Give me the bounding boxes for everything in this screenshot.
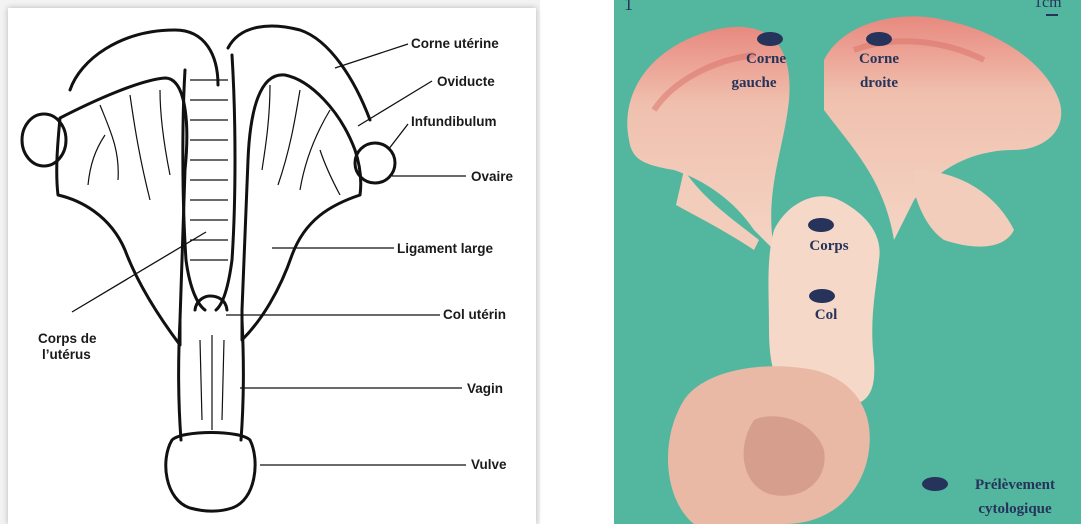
label-infundibulum: Infundibulum — [411, 114, 496, 130]
horn-striations — [190, 80, 228, 260]
label-ovaire: Ovaire — [471, 169, 513, 185]
scale-bar — [1046, 14, 1058, 16]
uterine-body-left-wall — [183, 70, 205, 310]
vulva-outline — [166, 433, 255, 512]
label-prelevement-line2: cytologique — [959, 500, 1071, 518]
left-diagram-panel: Corne utérine Oviducte Infundibulum Ovai… — [0, 0, 540, 524]
leader-corne-uterine — [335, 44, 408, 68]
marker-corne-gauche — [757, 32, 783, 46]
label-corne-gauche-line2: gauche — [714, 74, 794, 92]
marker-corne-droite — [866, 32, 892, 46]
label-ligament-large: Ligament large — [397, 241, 493, 257]
vagina-folds — [200, 335, 224, 430]
label-vagin: Vagin — [467, 381, 503, 397]
right-uterine-horn — [228, 26, 370, 120]
label-corps-uterus-line2: l’utérus — [42, 347, 91, 363]
label-vulve: Vulve — [471, 457, 507, 473]
label-corne-uterine: Corne utérine — [411, 36, 499, 52]
label-corne-gauche-line1: Corne — [726, 50, 806, 68]
panel-number: 1 — [624, 0, 633, 15]
label-oviducte: Oviducte — [437, 74, 495, 90]
broad-ligament-outline-right — [242, 75, 361, 340]
scale-label: 1cm — [1034, 0, 1062, 12]
label-corne-droite-line1: Corne — [839, 50, 919, 68]
leader-infundibulum — [388, 124, 408, 150]
label-corne-droite-line2: droite — [839, 74, 919, 92]
left-vessels — [88, 90, 170, 200]
label-col: Col — [786, 306, 866, 324]
vagina-left-wall — [179, 320, 181, 440]
leader-corps-uterus — [72, 232, 206, 312]
label-corps: Corps — [789, 237, 869, 255]
right-ligament-tissue — [914, 170, 1014, 247]
vagina-right-wall — [241, 320, 243, 440]
label-col-uterin: Col utérin — [443, 307, 506, 323]
uterine-body-right-wall — [216, 55, 235, 310]
broad-ligament-outline — [57, 78, 187, 345]
label-corps-uterus-line1: Corps de — [38, 331, 97, 347]
marker-col — [809, 289, 835, 303]
right-vessels — [262, 85, 340, 195]
photo-panel: 1 1cm Corne gauche Corne droite Corps Co… — [614, 0, 1081, 524]
marker-corps — [808, 218, 834, 232]
marker-prelevement — [922, 477, 948, 491]
label-prelevement-line1: Prélèvement — [959, 476, 1071, 494]
